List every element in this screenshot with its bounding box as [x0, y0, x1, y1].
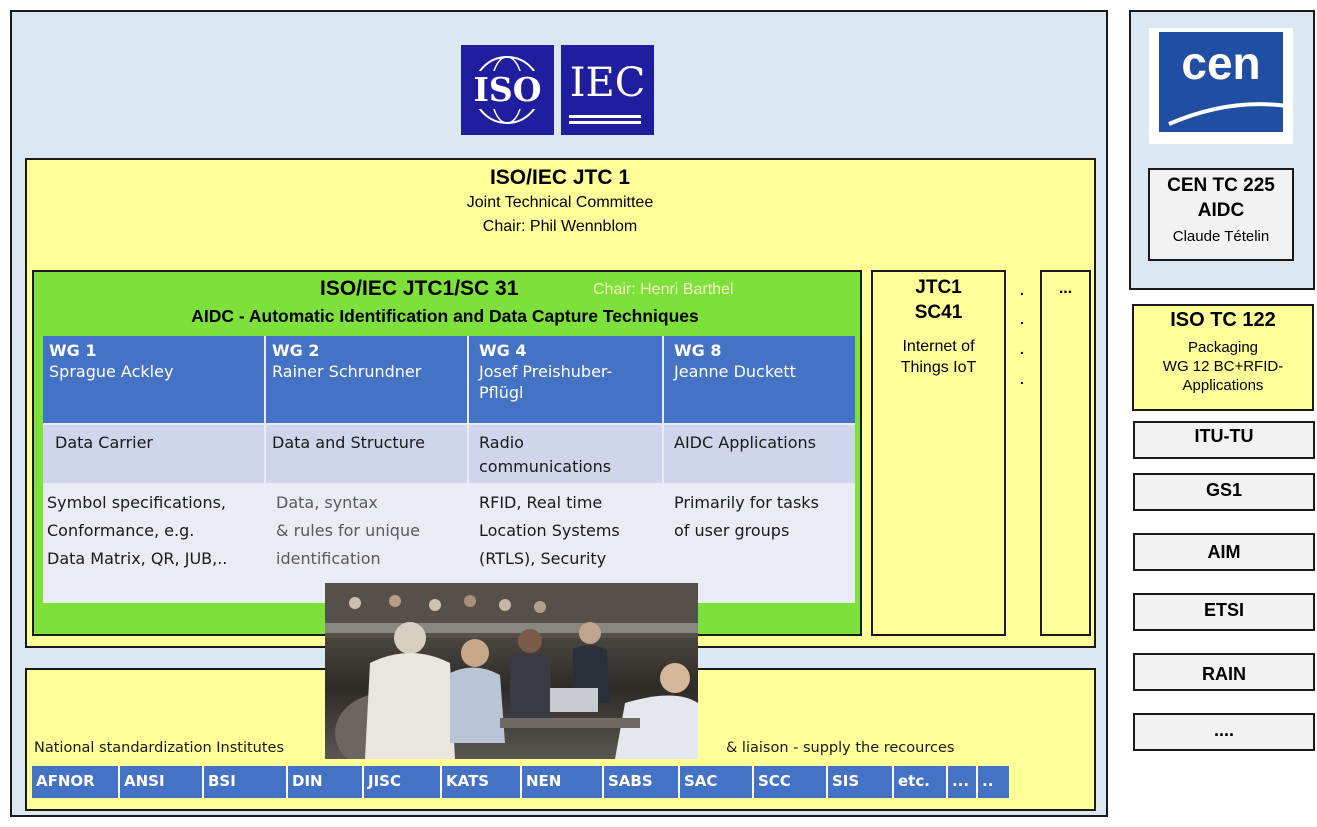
- iso-logo-text: ISO: [461, 71, 554, 109]
- liaison-box: AIM: [1133, 533, 1315, 571]
- wg2-convenor: Rainer Schrundner: [272, 362, 422, 381]
- institute-cell: etc.: [894, 766, 948, 798]
- liaison-box: GS1: [1133, 473, 1315, 511]
- iec-logo-stripe: [569, 121, 641, 124]
- institute-cell: DIN: [288, 766, 364, 798]
- wg1-convenor: Sprague Ackley: [49, 362, 174, 381]
- wg8-header: WG 8 Jeanne Duckett: [664, 336, 855, 423]
- iso-logo: ISO: [461, 45, 554, 135]
- wg4-convenor: Josef Preishuber-Pflügl: [479, 362, 613, 402]
- wg4-desc-line: RFID, Real time: [479, 493, 603, 512]
- wg8-area: AIDC Applications: [664, 425, 855, 483]
- wg1-id: WG 1: [49, 341, 97, 360]
- institute-cell: ANSI: [120, 766, 204, 798]
- wg4-header: WG 4 Josef Preishuber-Pflügl: [469, 336, 662, 423]
- iec-logo-text: IEC: [569, 60, 646, 106]
- sc41-line1: JTC1: [915, 277, 962, 298]
- cen-tc225-chair: Claude Tételin: [1172, 228, 1270, 245]
- jtc1-title: ISO/IEC JTC 1: [489, 166, 631, 189]
- cen-logo-block: [1159, 32, 1283, 132]
- wg1-header: WG 1 Sprague Ackley: [43, 336, 264, 423]
- wg4-area: Radio communications: [469, 425, 662, 483]
- wg1-area: Data Carrier: [43, 425, 264, 483]
- institute-cell: SABS: [604, 766, 680, 798]
- jtc1-chair: Chair: Phil Wennblom: [482, 218, 638, 235]
- wg1-desc-line: Data Matrix, QR, JUB,..: [47, 549, 228, 568]
- wg1-desc-line: Symbol specifications,: [47, 493, 227, 512]
- iso-tc122-line: Packaging: [1187, 339, 1259, 356]
- wg8-desc-line: of user groups: [674, 521, 790, 540]
- wg8-id: WG 8: [674, 341, 722, 360]
- sc41-box: [871, 270, 1006, 636]
- institute-cell: KATS: [442, 766, 522, 798]
- sc31-chair: Chair: Henri Barthel: [593, 281, 734, 298]
- sc41-description: Internet of Things IoT: [900, 338, 977, 376]
- institute-cell: ..: [978, 766, 1009, 798]
- institute-cell: JISC: [364, 766, 442, 798]
- iso-tc122-title: ISO TC 122: [1170, 309, 1276, 331]
- liaison-box: ETSI: [1133, 593, 1315, 631]
- institute-cell: NEN: [522, 766, 604, 798]
- wg2-desc-line: identification: [276, 549, 381, 568]
- institute-cell: AFNOR: [32, 766, 120, 798]
- liaison-box: ITU-TU: [1133, 421, 1315, 459]
- iec-logo-stripe: [569, 115, 641, 118]
- wg2-id: WG 2: [272, 341, 320, 360]
- cen-logo-text: cen: [1181, 37, 1261, 89]
- wg1-desc-line: Conformance, e.g.: [47, 521, 195, 540]
- wg8-desc-line: Primarily for tasks: [674, 493, 819, 512]
- wg4-desc-line: Location Systems: [479, 521, 620, 540]
- dot: .: [1020, 282, 1024, 298]
- cen-tc225-subtitle: AIDC: [1197, 200, 1245, 221]
- iec-logo: IEC: [561, 45, 654, 135]
- wg2-area: Data and Structure: [266, 425, 467, 483]
- institute-cell: ...: [948, 766, 978, 798]
- wg4-desc-line: (RTLS), Security: [479, 549, 607, 568]
- cen-tc225-box: [1148, 168, 1294, 261]
- iso-tc122-line: Applications: [1182, 377, 1264, 394]
- jtc1-subtitle: Joint Technical Committee: [466, 194, 654, 211]
- wg2-header: WG 2 Rainer Schrundner: [266, 336, 467, 423]
- liaison-box: RAIN: [1133, 653, 1315, 691]
- institute-cell: SIS: [828, 766, 894, 798]
- sc31-title: ISO/IEC JTC1/SC 31: [320, 277, 519, 300]
- cen-tc225-title: CEN TC 225: [1167, 175, 1275, 196]
- wg2-desc-line: Data, syntax: [276, 493, 378, 512]
- more-committees-label: ...: [1058, 280, 1073, 297]
- wg4-id: WG 4: [479, 341, 527, 360]
- iso-tc122-line: WG 12 BC+RFID-: [1162, 358, 1284, 375]
- dot: .: [1020, 341, 1024, 357]
- more-committees-box: [1040, 270, 1091, 636]
- national-label: National standardization Institutes: [34, 740, 285, 756]
- institute-cell: SCC: [754, 766, 828, 798]
- liaison-label: & liaison - supply the recources: [726, 740, 955, 756]
- liaison-box: ....: [1133, 713, 1315, 751]
- cen-logo: cen: [1149, 28, 1293, 144]
- sc31-subtitle: AIDC - Automatic Identification and Data…: [191, 306, 699, 326]
- sc41-line2: SC41: [914, 302, 963, 323]
- wg1-description: Symbol specifications, Conformance, e.g.…: [43, 485, 264, 603]
- cen-swoosh-icon: [1168, 102, 1288, 126]
- iso-tc122-box: [1132, 304, 1314, 411]
- wg8-convenor: Jeanne Duckett: [674, 362, 796, 381]
- dot: .: [1020, 311, 1024, 327]
- wg2-desc-line: & rules for unique: [276, 521, 420, 540]
- institute-cell: SAC: [680, 766, 754, 798]
- meeting-photo-scene: [325, 583, 698, 759]
- institute-cell: BSI: [204, 766, 288, 798]
- meeting-photo: [325, 583, 698, 759]
- dot: .: [1020, 371, 1024, 387]
